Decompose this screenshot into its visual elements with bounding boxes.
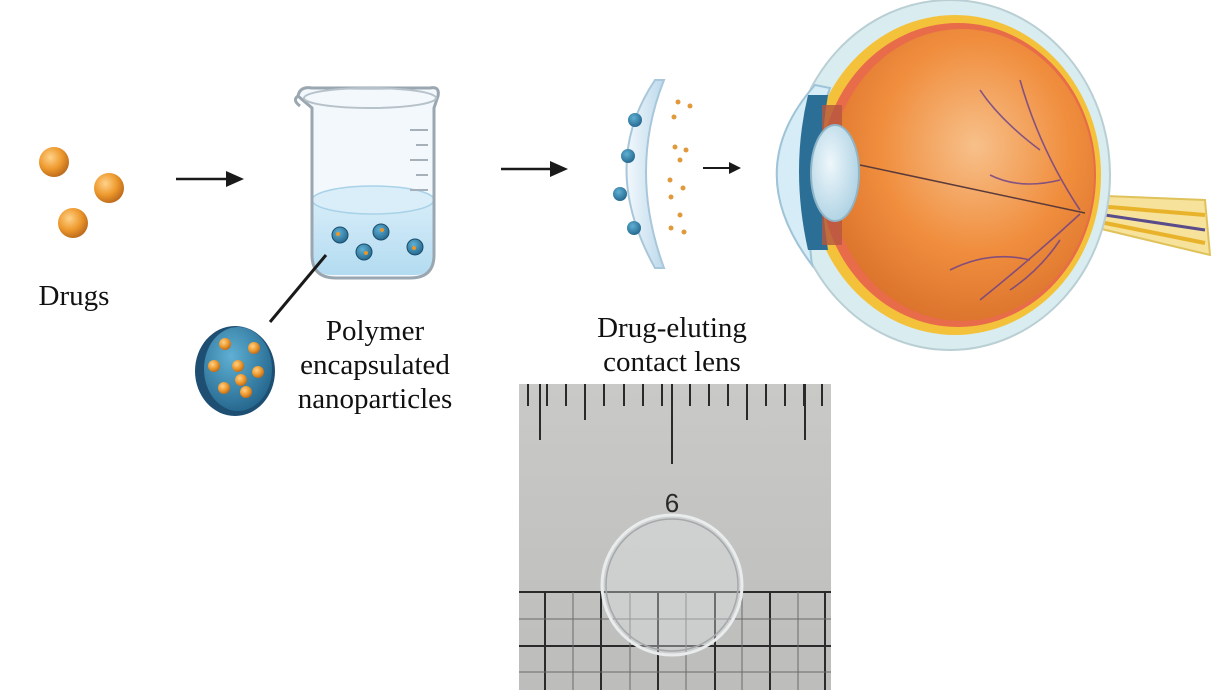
eye-anatomy-icon: [775, 0, 1212, 351]
label-contact-lens: Drug-eluting contact lens: [572, 311, 772, 379]
contact-lens-icon: [613, 79, 693, 269]
drug-particle-icon: [39, 147, 124, 238]
label-nanoparticles-line3: nanoparticles: [297, 383, 453, 415]
arrow-beaker-to-lens: [501, 161, 568, 177]
ruler-number: 6: [665, 488, 679, 518]
label-drugs: Drugs: [38, 280, 110, 312]
callout-line: [268, 254, 328, 323]
lens-photo: 6: [519, 384, 831, 690]
beaker-icon: [293, 86, 440, 280]
label-nanoparticles: Polymer encapsulated nanoparticles: [295, 314, 455, 416]
nanoparticle-icon: [195, 326, 275, 416]
label-contact-lens-line2: contact lens: [603, 346, 741, 378]
arrow-lens-to-eye: [703, 162, 741, 174]
label-nanoparticles-line1: Polymer: [325, 315, 425, 347]
label-contact-lens-line1: Drug-eluting: [597, 312, 747, 344]
label-nanoparticles-line2: encapsulated: [300, 349, 450, 381]
arrow-drugs-to-beaker: [176, 171, 244, 187]
